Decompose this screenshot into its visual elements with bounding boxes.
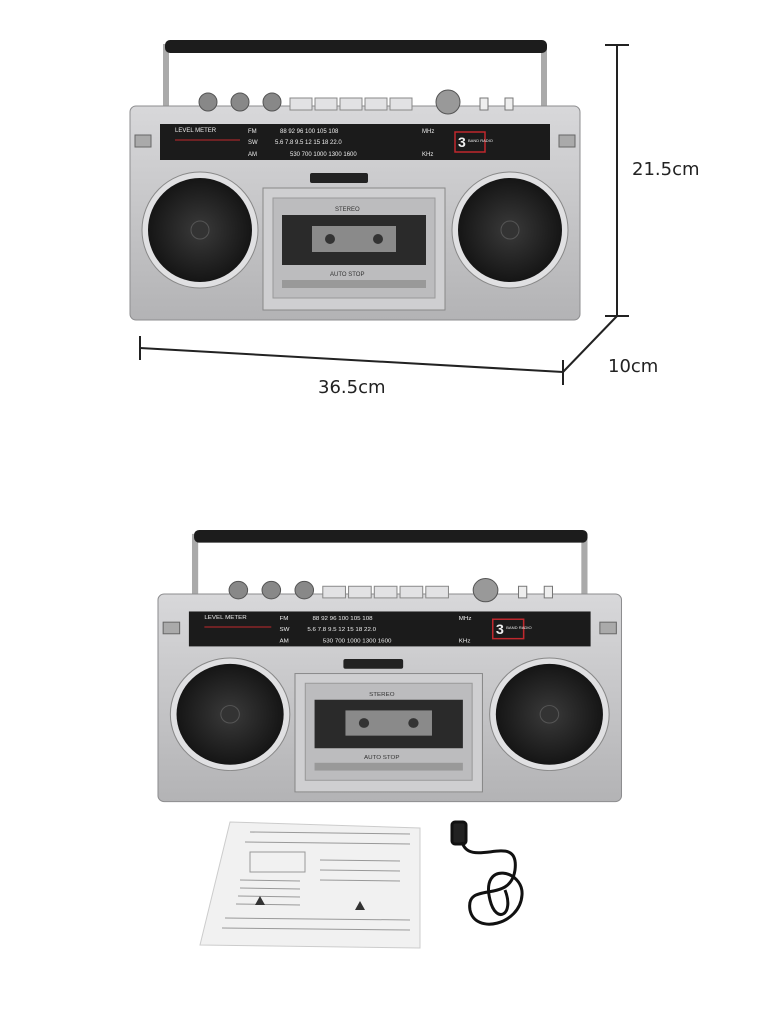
level-meter-label: LEVEL METER [204, 615, 247, 621]
power-cord [450, 820, 524, 926]
fm-label: FM [248, 129, 257, 135]
tuning-dial: LEVEL METER FM SW AM 88 92 96 100 105 10… [160, 124, 550, 160]
brand-logo [343, 659, 404, 669]
am-scale: 530 700 1000 1300 1600 [323, 639, 392, 645]
knob-icon [230, 92, 250, 112]
knob-icon [261, 580, 282, 600]
band-badge: 3 [458, 134, 466, 150]
sw-label: SW [280, 627, 290, 633]
fm-label: FM [280, 616, 289, 622]
left-speaker [169, 657, 291, 772]
instruction-manual [199, 821, 421, 949]
knob-icon [262, 92, 282, 112]
boombox-front-angled: LEVEL METER FM SW AM 88 92 96 100 105 10… [129, 40, 581, 321]
band-text: BAND RADIO [468, 138, 493, 143]
auto-stop-label: AUTO STOP [364, 755, 399, 761]
carry-handle [191, 530, 588, 598]
cassette-deck: STEREO AUTO STOP [262, 187, 446, 311]
stereo-label: STEREO [369, 692, 395, 698]
knob-icon [198, 92, 218, 112]
height-label: 21.5cm [632, 159, 700, 180]
brand-logo [310, 173, 368, 183]
khz-label: KHz [422, 152, 433, 158]
top-controls [228, 578, 554, 603]
sw-label: SW [248, 140, 258, 146]
tuning-knob-icon [472, 578, 499, 603]
right-speaker [489, 657, 610, 772]
boombox-front-body: LEVEL METER FM SW AM 88 92 96 100 105 10… [157, 530, 623, 803]
left-speaker [141, 171, 259, 289]
khz-label: KHz [459, 639, 471, 645]
depth-label: 10cm [608, 356, 658, 377]
am-label: AM [248, 152, 257, 158]
band-text: BAND RADIO [506, 625, 532, 630]
top-controls [198, 89, 514, 115]
cassette-deck: STEREO AUTO STOP [294, 673, 483, 793]
width-label: 36.5cm [318, 377, 386, 398]
mhz-label: MHz [459, 616, 472, 622]
am-label: AM [280, 639, 289, 645]
mhz-label: MHz [422, 129, 434, 135]
tuning-knob-icon [435, 89, 461, 115]
knob-icon [228, 580, 249, 600]
boombox-front: LEVEL METER FM SW AM 88 92 96 100 105 10… [157, 530, 623, 803]
tuning-dial: LEVEL METER FM SW AM 88 92 96 100 105 10… [188, 611, 591, 647]
fm-scale: 88 92 96 100 105 108 [313, 616, 374, 622]
knob-icon [294, 580, 315, 600]
carry-handle [163, 40, 547, 110]
right-speaker [451, 171, 569, 289]
dimension-lines [139, 44, 629, 385]
fm-scale: 88 92 96 100 105 108 [280, 129, 339, 135]
sw-scale: 5.6 7.8 9.5 12 15 18 22.0 [307, 627, 376, 633]
am-scale: 530 700 1000 1300 1600 [290, 152, 357, 158]
sw-scale: 5.6 7.8 9.5 12 15 18 22.0 [275, 140, 342, 146]
band-badge: 3 [496, 621, 504, 637]
stereo-label: STEREO [335, 207, 360, 213]
level-meter-label: LEVEL METER [175, 128, 217, 134]
auto-stop-label: AUTO STOP [330, 272, 364, 278]
